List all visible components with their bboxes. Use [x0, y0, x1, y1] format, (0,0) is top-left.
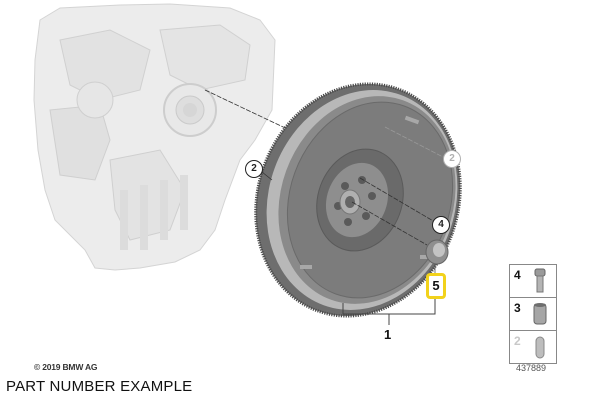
callout-4[interactable]: 4	[432, 216, 450, 234]
callout-1-assembly[interactable]: 1	[384, 327, 392, 342]
leader-line-engine	[204, 89, 301, 136]
bolt-icon	[534, 268, 546, 293]
sleeve-icon	[533, 303, 547, 325]
leader-line-bearing	[351, 201, 428, 246]
leader-line-3	[261, 171, 273, 181]
legend-number: 4	[514, 268, 521, 282]
legend-number: 3	[514, 301, 521, 315]
leader-line-2	[384, 126, 444, 158]
reference-code: 437889	[516, 363, 547, 373]
pilot-bearing-illustration	[425, 239, 449, 265]
engine-block-illustration	[33, 3, 276, 271]
legend-row-bolt[interactable]: 4	[510, 265, 556, 298]
page-caption: PART NUMBER EXAMPLE	[6, 378, 193, 395]
dowel-pin-icon	[535, 336, 545, 359]
legend-row-dowel-pin[interactable]: 2	[510, 331, 556, 363]
flywheel-illustration	[254, 82, 462, 318]
parts-legend: 4 3 2	[509, 264, 557, 364]
callout-3[interactable]: 2	[245, 160, 263, 178]
callout-2[interactable]: 2	[443, 150, 461, 168]
leader-line-4	[359, 177, 436, 223]
callout-5-highlighted[interactable]: 5	[426, 273, 446, 299]
legend-row-sleeve[interactable]: 3	[510, 298, 556, 331]
copyright-text: © 2019 BMW AG	[34, 362, 98, 372]
legend-number: 2	[514, 334, 521, 348]
